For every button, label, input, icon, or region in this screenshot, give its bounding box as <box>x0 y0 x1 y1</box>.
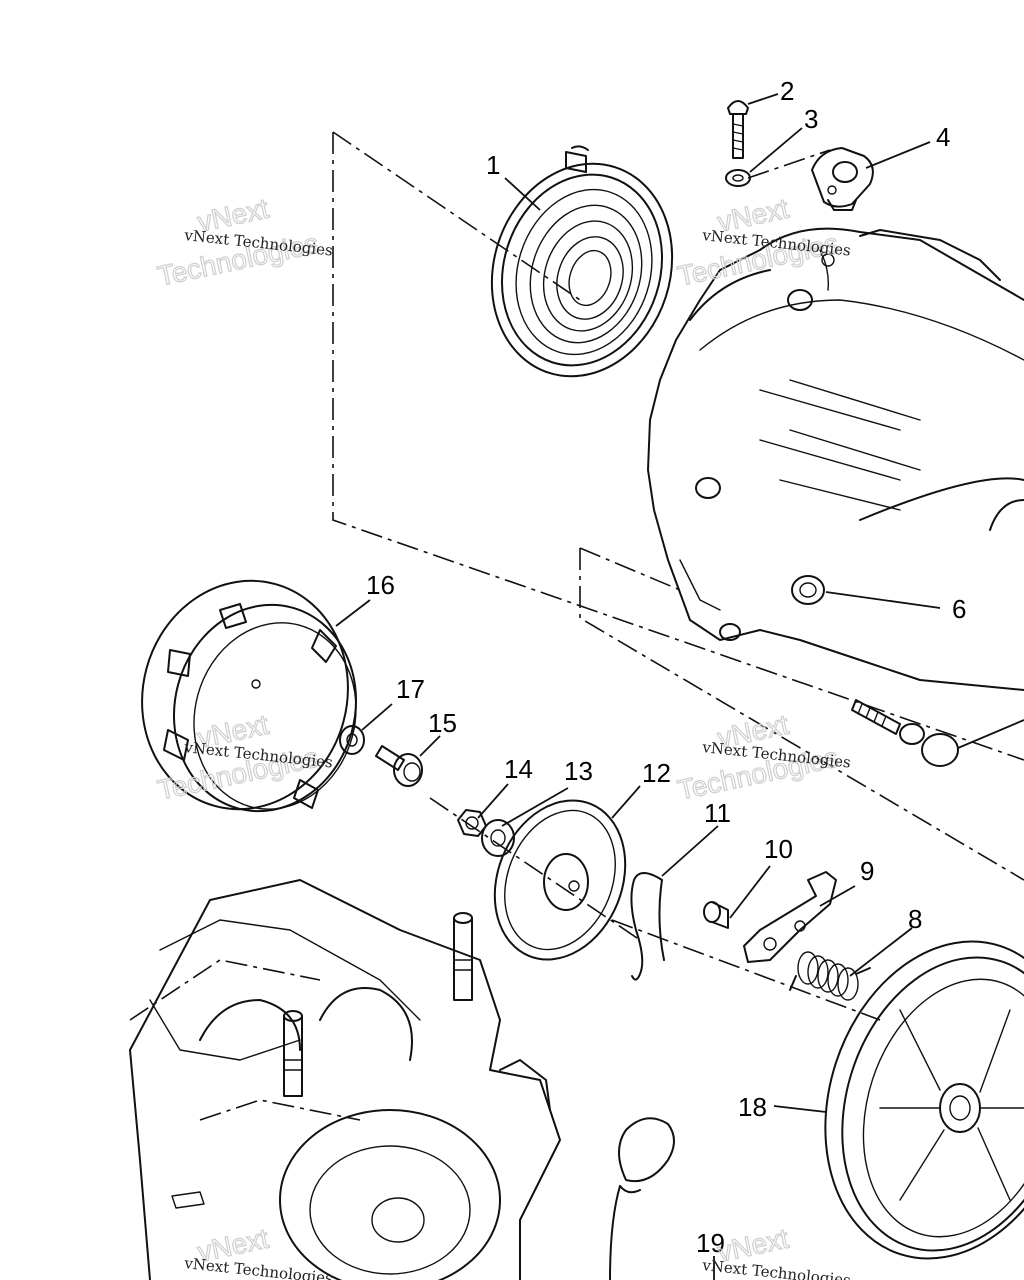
watermark-4: vNext Technologies vNext Technologies <box>674 708 851 806</box>
recoil-housing <box>647 227 1024 691</box>
grommet-part <box>791 575 825 605</box>
callout-19: 19 <box>696 1228 725 1258</box>
callout-17: 17 <box>396 674 425 704</box>
assembly-guide-lines <box>332 131 1024 1021</box>
friction-plate-part <box>493 799 627 961</box>
pulley-part <box>824 940 1024 1260</box>
watermark-5-line: vNext Technologies <box>183 1254 334 1280</box>
spring-clip-part <box>630 872 665 981</box>
callout-11: 11 <box>704 798 731 828</box>
coil-spring-part <box>789 951 871 1001</box>
pin-part <box>703 901 729 929</box>
watermark-6-line: vNext Technologies <box>701 1256 852 1280</box>
housing-bolt-part <box>851 699 1024 767</box>
callout-numbers: 1 2 3 4 6 8 9 10 11 12 13 14 15 16 17 18… <box>366 76 966 1258</box>
callout-1: 1 <box>486 150 500 180</box>
pawl-part <box>743 871 837 963</box>
screw-part <box>727 100 749 159</box>
callout-18: 18 <box>738 1092 767 1122</box>
watermark-2: vNext Technologies vNext Technologies <box>674 192 851 292</box>
callout-12: 12 <box>642 758 671 788</box>
washer-part <box>725 169 751 187</box>
callout-16: 16 <box>366 570 395 600</box>
cover-plate-part <box>811 147 874 211</box>
watermark-1: vNext Technologies vNext Technologies <box>154 192 333 292</box>
callout-6: 6 <box>952 594 966 624</box>
callout-8: 8 <box>908 904 922 934</box>
callout-15: 15 <box>428 708 457 738</box>
callout-2: 2 <box>780 76 794 106</box>
callout-9: 9 <box>860 856 874 886</box>
callout-10: 10 <box>764 834 793 864</box>
bolt-15-part <box>375 745 423 787</box>
recoil-spring-part <box>490 145 674 378</box>
callout-13: 13 <box>564 756 593 786</box>
starter-rope-part <box>609 1117 675 1280</box>
washer-13-part <box>481 819 515 857</box>
crankcase-part <box>129 879 561 1280</box>
watermark-5: vNext vNext Technologies <box>183 1222 334 1280</box>
washer-17-part <box>339 725 365 755</box>
callout-14: 14 <box>504 754 533 784</box>
callout-4: 4 <box>936 122 950 152</box>
callout-leader-lines <box>335 93 941 1280</box>
callout-3: 3 <box>804 104 818 134</box>
drive-cup-part <box>141 579 358 813</box>
